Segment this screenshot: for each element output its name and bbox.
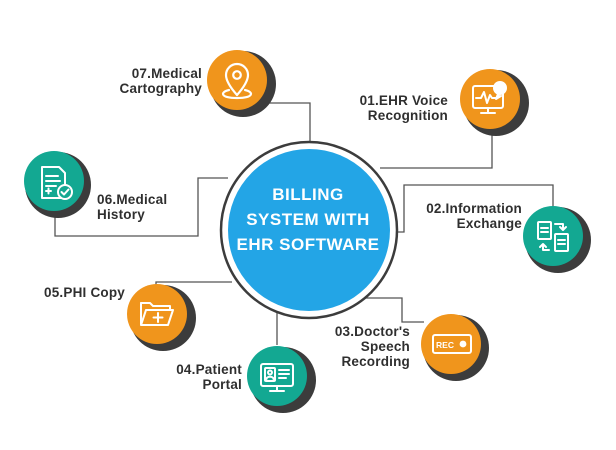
- label-node-02-line-1: 02.Information: [426, 201, 522, 216]
- label-node-04: 04.Patient Portal: [176, 362, 242, 392]
- label-node-05-line-1: 05.PHI Copy: [44, 285, 125, 300]
- label-node-06-line-2: History: [97, 207, 145, 222]
- label-node-01-line-2: Recognition: [367, 108, 448, 123]
- label-node-07-line-1: 07.Medical: [131, 66, 202, 81]
- label-node-07-line-2: Cartography: [119, 81, 202, 96]
- center-hub: [219, 140, 399, 320]
- rec-badge-label: REC: [436, 340, 454, 350]
- node-04: [247, 346, 316, 413]
- node-07: [207, 50, 276, 117]
- node-01: [460, 69, 529, 136]
- label-node-05: 05.PHI Copy: [44, 285, 125, 300]
- medical-folder-icon: [140, 302, 174, 326]
- monitor-voice-icon: [472, 81, 507, 114]
- node-06: [24, 151, 91, 218]
- document-exchange-icon: [537, 221, 569, 252]
- node-02: [523, 206, 591, 273]
- node-01-circle: [460, 69, 520, 129]
- label-node-03-line-3: Recording: [341, 354, 410, 369]
- medical-record-check-icon: [41, 166, 73, 200]
- connector-02: [396, 184, 554, 233]
- label-node-06: 06.Medical History: [97, 192, 167, 222]
- node-04-circle: [247, 346, 307, 406]
- node-03-circle: [421, 314, 481, 374]
- label-node-07: 07.Medical Cartography: [120, 66, 202, 96]
- center-hub-fill: [228, 149, 390, 311]
- label-node-03-line-2: Speech: [360, 339, 410, 354]
- location-pin-icon: [221, 62, 253, 100]
- label-node-04-line-2: Portal: [202, 377, 242, 392]
- label-node-06-line-1: 06.Medical: [97, 192, 168, 207]
- node-07-circle: [207, 50, 267, 110]
- center-title-line-1: BILLING: [272, 185, 344, 204]
- connector-07: [255, 102, 311, 150]
- label-node-01: 01.EHR Voice Recognition: [360, 93, 448, 123]
- label-node-01-line-1: 01.EHR Voice: [359, 93, 448, 108]
- center-title: BILLING SYSTEM WITH EHR SOFTWARE: [218, 182, 398, 257]
- connector-06: [54, 177, 228, 237]
- node-02-circle: [523, 206, 583, 266]
- label-node-04-line-1: 04.Patient: [176, 362, 242, 377]
- connector-01: [380, 130, 493, 169]
- label-node-03-line-1: 03.Doctor's: [334, 324, 410, 339]
- center-title-line-3: EHR SOFTWARE: [236, 235, 380, 254]
- center-title-line-2: SYSTEM WITH: [246, 210, 370, 229]
- label-node-03: 03.Doctor's Speech Recording: [335, 324, 410, 369]
- node-05: [127, 284, 196, 351]
- label-node-02-line-2: Exchange: [456, 216, 522, 231]
- node-03: REC: [421, 314, 489, 381]
- rec-badge-icon: REC: [432, 334, 472, 354]
- label-node-02: 02.Information Exchange: [426, 201, 522, 231]
- patient-portal-monitor-icon: [260, 363, 294, 392]
